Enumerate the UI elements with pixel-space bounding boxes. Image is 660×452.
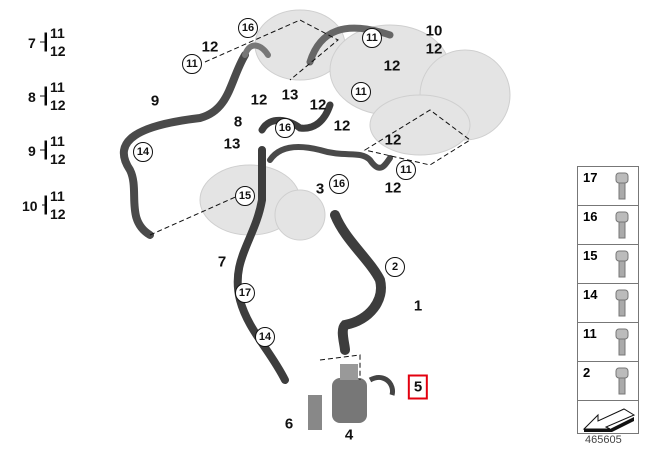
legend-brackets — [40, 32, 47, 215]
callout[interactable]: 12 — [309, 96, 327, 114]
callout[interactable]: 13 — [281, 86, 299, 104]
callout[interactable]: 4 — [344, 426, 354, 444]
parts-panel: 17 16 15 14 11 2 — [577, 166, 639, 434]
callout[interactable]: 17 — [235, 283, 255, 303]
callout[interactable]: 7 — [217, 253, 227, 271]
callout-highlighted[interactable]: 5 — [407, 374, 429, 400]
banjo-bolt-icon — [615, 328, 629, 356]
part-cell[interactable]: 17 — [578, 167, 638, 206]
part-number: 17 — [583, 170, 598, 185]
legend-group: 10 — [22, 198, 38, 214]
half-clamp-icon — [615, 250, 629, 278]
callout[interactable]: 14 — [133, 142, 153, 162]
callout[interactable]: 16 — [275, 118, 295, 138]
part-cell[interactable]: 14 — [578, 284, 638, 323]
callout[interactable]: 11 — [362, 28, 382, 48]
legend-group: 7 — [28, 35, 36, 51]
diagram-id: 465605 — [585, 434, 622, 446]
part-cell[interactable]: 2 — [578, 362, 638, 401]
callout[interactable]: 13 — [223, 135, 241, 153]
legend-item: 12 — [50, 206, 66, 222]
callout[interactable]: 15 — [235, 186, 255, 206]
callout[interactable]: 14 — [255, 327, 275, 347]
legend-group: 8 — [28, 89, 36, 105]
legend-group: 9 — [28, 143, 36, 159]
part-cell[interactable]: 15 — [578, 245, 638, 284]
legend-item: 12 — [50, 151, 66, 167]
part-number: 16 — [583, 209, 598, 224]
callout[interactable]: 16 — [329, 174, 349, 194]
callout[interactable]: 12 — [201, 38, 219, 56]
legend-item: 11 — [50, 79, 65, 95]
clip-icon — [615, 172, 629, 200]
part-number: 14 — [583, 287, 598, 302]
legend-item: 11 — [50, 25, 65, 41]
callout[interactable]: 10 — [425, 22, 443, 40]
hose-clamp-icon — [615, 289, 629, 317]
callout[interactable]: 11 — [396, 160, 416, 180]
callout[interactable]: 8 — [233, 113, 243, 131]
callout[interactable]: 11 — [351, 82, 371, 102]
hoses — [120, 24, 394, 384]
callout[interactable]: 6 — [284, 415, 294, 433]
callout[interactable]: 16 — [238, 18, 258, 38]
callout[interactable]: 12 — [384, 131, 402, 149]
flange-bolt-icon — [615, 367, 629, 395]
callout[interactable]: 12 — [333, 117, 351, 135]
callout[interactable]: 12 — [425, 40, 443, 58]
legend-item: 12 — [50, 97, 66, 113]
legend-item: 12 — [50, 43, 66, 59]
turbocharger-assembly — [199, 9, 511, 241]
part-cell[interactable]: 11 — [578, 323, 638, 362]
callout[interactable]: 1 — [413, 297, 423, 315]
part-number: 11 — [583, 326, 597, 341]
pump-and-bracket — [308, 364, 396, 430]
socket-bolt-icon — [615, 211, 629, 239]
legend-item: 11 — [50, 133, 65, 149]
part-number: 2 — [583, 365, 591, 380]
part-cell[interactable]: 16 — [578, 206, 638, 245]
callout[interactable]: 12 — [384, 179, 402, 197]
callout[interactable]: 9 — [150, 92, 160, 110]
callout[interactable]: 12 — [250, 91, 268, 109]
orientation-arrow-cell — [578, 401, 638, 433]
legend-item: 11 — [50, 188, 65, 204]
callout[interactable]: 3 — [315, 180, 325, 198]
part-number: 15 — [583, 248, 598, 263]
callout[interactable]: 2 — [385, 257, 405, 277]
callout[interactable]: 12 — [383, 57, 401, 75]
direction-arrow-icon — [582, 408, 636, 432]
callout[interactable]: 11 — [182, 54, 202, 74]
